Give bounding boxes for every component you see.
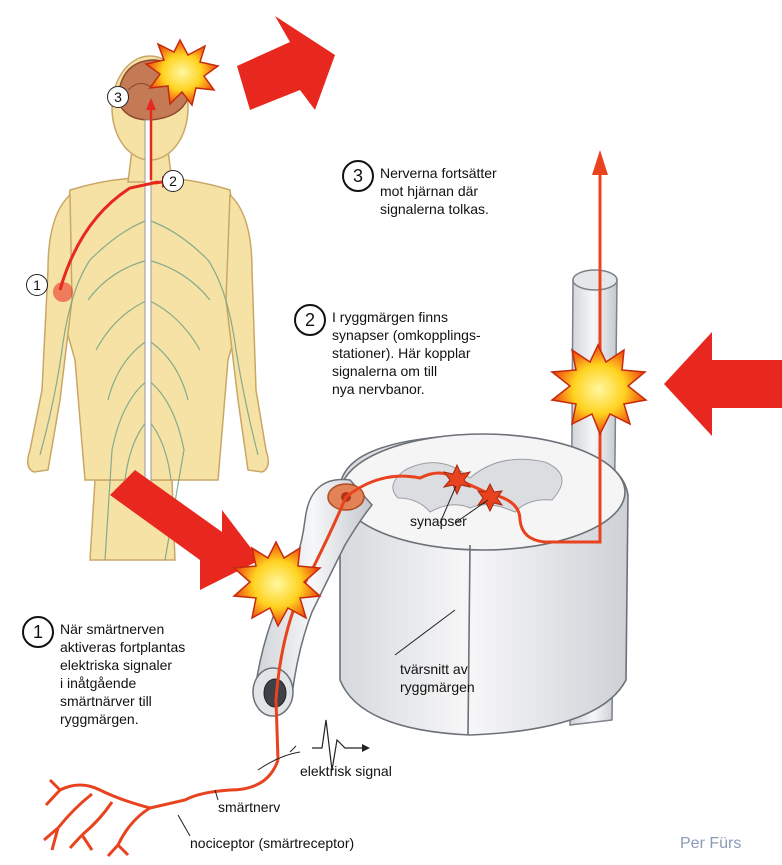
body-marker-1: 1	[26, 274, 48, 296]
step-3-text: Nerverna fortsätter mot hjärnan där sign…	[380, 164, 580, 218]
step-3-number: 3	[342, 160, 374, 192]
nociceptor-label: nociceptor (smärtreceptor)	[190, 834, 354, 852]
red-arrow-top	[237, 16, 335, 110]
synapser-label: synapser	[410, 512, 467, 530]
body-marker-2: 2	[162, 170, 184, 192]
step-1-number: 1	[22, 616, 54, 648]
step-2-number: 2	[294, 304, 326, 336]
elektrisk-signal-label: elektrisk signal	[300, 762, 392, 780]
step-2-text: I ryggmärgen finns synapser (omkopplings…	[332, 308, 542, 398]
red-arrow-left	[94, 470, 260, 628]
author-credit: Per Fürs	[680, 835, 741, 853]
red-arrow-right	[664, 332, 782, 436]
pain-burst-spinal	[552, 345, 646, 434]
tvarsnitt-label: tvärsnitt av ryggmärgen	[400, 660, 540, 696]
body-marker-3: 3	[107, 86, 129, 108]
smartnerv-label: smärtnerv	[218, 798, 280, 816]
step-1-text: När smärtnerven aktiveras fortplantas el…	[60, 620, 260, 728]
